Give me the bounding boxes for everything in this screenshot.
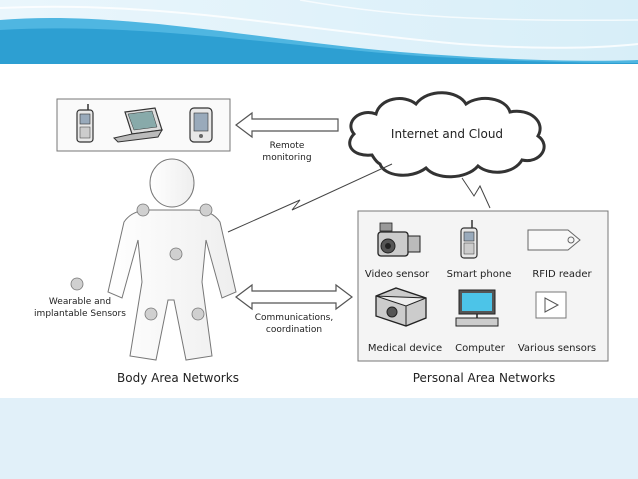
sensor-thigh-right [191, 307, 205, 321]
pda-icon [189, 107, 213, 143]
remote-label-1: Remote [270, 141, 305, 151]
label-medical-device: Medical device [368, 343, 442, 354]
rfid-tag-icon [527, 229, 581, 251]
pan-devices-panel: Video sensor Smart phone RFID reader Med… [357, 210, 609, 362]
label-computer: Computer [455, 343, 506, 354]
ban-title: Body Area Networks [117, 371, 239, 385]
various-sensors-icon [535, 291, 567, 319]
sensor-chest [169, 247, 183, 261]
remote-devices-panel [56, 98, 231, 152]
sensor-legend-dot [70, 277, 84, 291]
label-various-sensors: Various sensors [518, 343, 596, 354]
sensor-thigh-left [144, 307, 158, 321]
human-body-figure [107, 158, 237, 361]
remote-monitoring-arrow [235, 111, 339, 139]
label-video-sensor: Video sensor [365, 269, 430, 280]
smart-phone-icon [460, 220, 478, 259]
cell-phone-icon [76, 104, 94, 143]
label-smart-phone: Smart phone [447, 269, 512, 280]
computer-icon [455, 289, 499, 327]
slide-header-wave [0, 0, 638, 64]
wireless-link-body-to-cloud [227, 163, 393, 233]
wireless-link-cloud-to-pan [461, 177, 491, 209]
video-camera-icon [377, 222, 421, 257]
sensors-label-2: implantable Sensors [34, 309, 126, 319]
laptop-icon [113, 107, 163, 143]
medical-device-icon [375, 287, 427, 327]
label-rfid-reader: RFID reader [532, 269, 592, 280]
pan-title: Personal Area Networks [413, 371, 556, 385]
communications-double-arrow [235, 283, 353, 311]
sensor-shoulder-left [136, 203, 150, 217]
slide-footer-band [0, 398, 638, 479]
internet-cloud: Internet and Cloud [348, 91, 546, 179]
cloud-label: Internet and Cloud [391, 127, 503, 141]
network-diagram: Remote monitoring Internet and Cloud Wea… [34, 91, 609, 385]
sensor-shoulder-right [199, 203, 213, 217]
comm-label-1: Communications, [255, 313, 334, 323]
sensors-label-1: Wearable and [49, 297, 111, 307]
remote-label-2: monitoring [262, 153, 311, 163]
comm-label-2: coordination [266, 325, 322, 335]
